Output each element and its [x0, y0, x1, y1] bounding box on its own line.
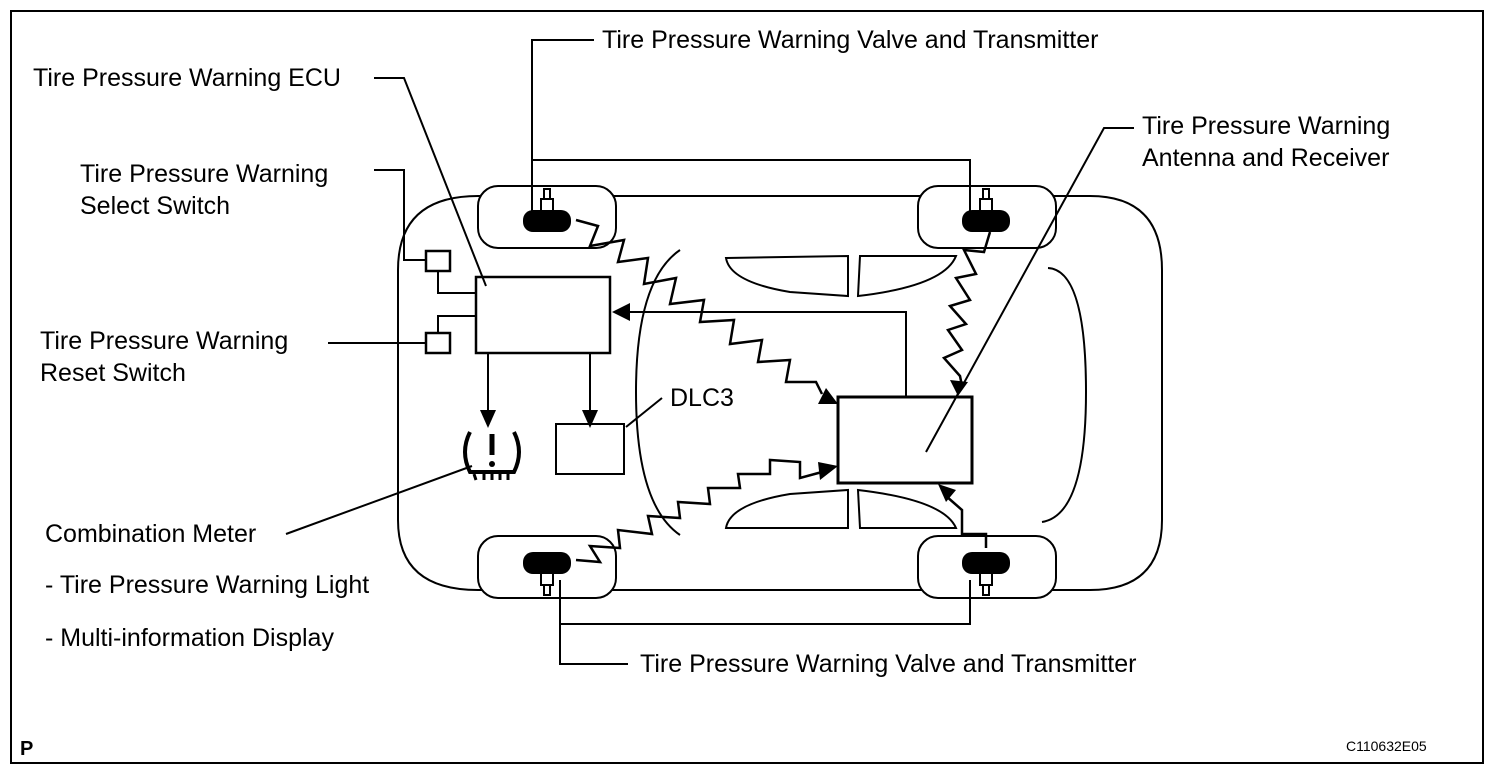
select-switch-box [424, 249, 452, 273]
antenna-leader [925, 127, 1134, 453]
meter-leader [285, 465, 473, 535]
reset-switch-box [424, 331, 452, 355]
arrow-signal-rl [818, 462, 838, 480]
antenna-label-line2: Antenna and Receiver [1142, 144, 1390, 172]
reset-switch-label-line2: Reset Switch [40, 359, 186, 387]
valve-top-bracket [531, 39, 594, 212]
window-left-front [724, 254, 849, 298]
combination-meter-label: Combination Meter [45, 520, 257, 548]
tire-valve-front-left [523, 188, 571, 232]
tire-valve-rear-left [523, 552, 571, 596]
corner-letter: P [20, 738, 34, 760]
arrow-to-dlc3 [582, 410, 598, 428]
ecu-leader [374, 77, 487, 287]
reset-switch-wire [437, 315, 476, 333]
dlc3-leader [625, 397, 663, 428]
signal-rear-right [945, 495, 988, 548]
dlc3-label: DLC3 [670, 384, 734, 412]
window-right-front [856, 255, 958, 298]
window-right-rear [856, 488, 958, 529]
arrow-signal-fl [818, 388, 838, 404]
select-switch-label-line2: Select Switch [80, 192, 231, 220]
meter-light-label: - Tire Pressure Warning Light [45, 571, 370, 599]
ecu-label: Tire Pressure Warning ECU [33, 64, 341, 92]
valve-top-label: Tire Pressure Warning Valve and Transmit… [602, 26, 1099, 54]
front-windshield-outline [1041, 267, 1088, 523]
select-switch-label-line1: Tire Pressure Warning [80, 160, 329, 188]
select-switch-wire [437, 271, 476, 294]
arrow-to-ecu [612, 303, 630, 321]
figure-frame [10, 10, 1484, 764]
tire-pressure-warning-icon [463, 431, 521, 481]
reset-switch-label-line1: Tire Pressure Warning [40, 327, 289, 355]
valve-bottom-label: Tire Pressure Warning Valve and Transmit… [640, 650, 1137, 678]
ecu-box [474, 275, 612, 355]
vehicle-body-outline [397, 195, 1163, 591]
cabin-outline [634, 249, 681, 536]
receiver-box [836, 395, 974, 485]
valve-top-link [532, 159, 971, 212]
signal-rear-left [575, 458, 823, 564]
window-left-rear [724, 488, 849, 529]
dlc3-box [555, 423, 625, 475]
arrow-to-meter [480, 410, 496, 428]
antenna-label-line1: Tire Pressure Warning [1142, 112, 1391, 140]
valve-bottom-link [560, 580, 971, 625]
signal-front-right [941, 231, 992, 387]
figure-code: C110632E05 [1346, 738, 1427, 754]
arrow-signal-fr [950, 380, 968, 396]
tire-valve-front-right [962, 188, 1010, 232]
receiver-ecu-line [620, 311, 907, 397]
signal-front-left [575, 218, 824, 395]
valve-bottom-bracket [559, 580, 628, 665]
select-leader [374, 169, 426, 261]
tire-valve-rear-right [962, 552, 1010, 596]
meter-display-label: - Multi-information Display [45, 624, 334, 652]
arrow-signal-rr [938, 484, 956, 502]
